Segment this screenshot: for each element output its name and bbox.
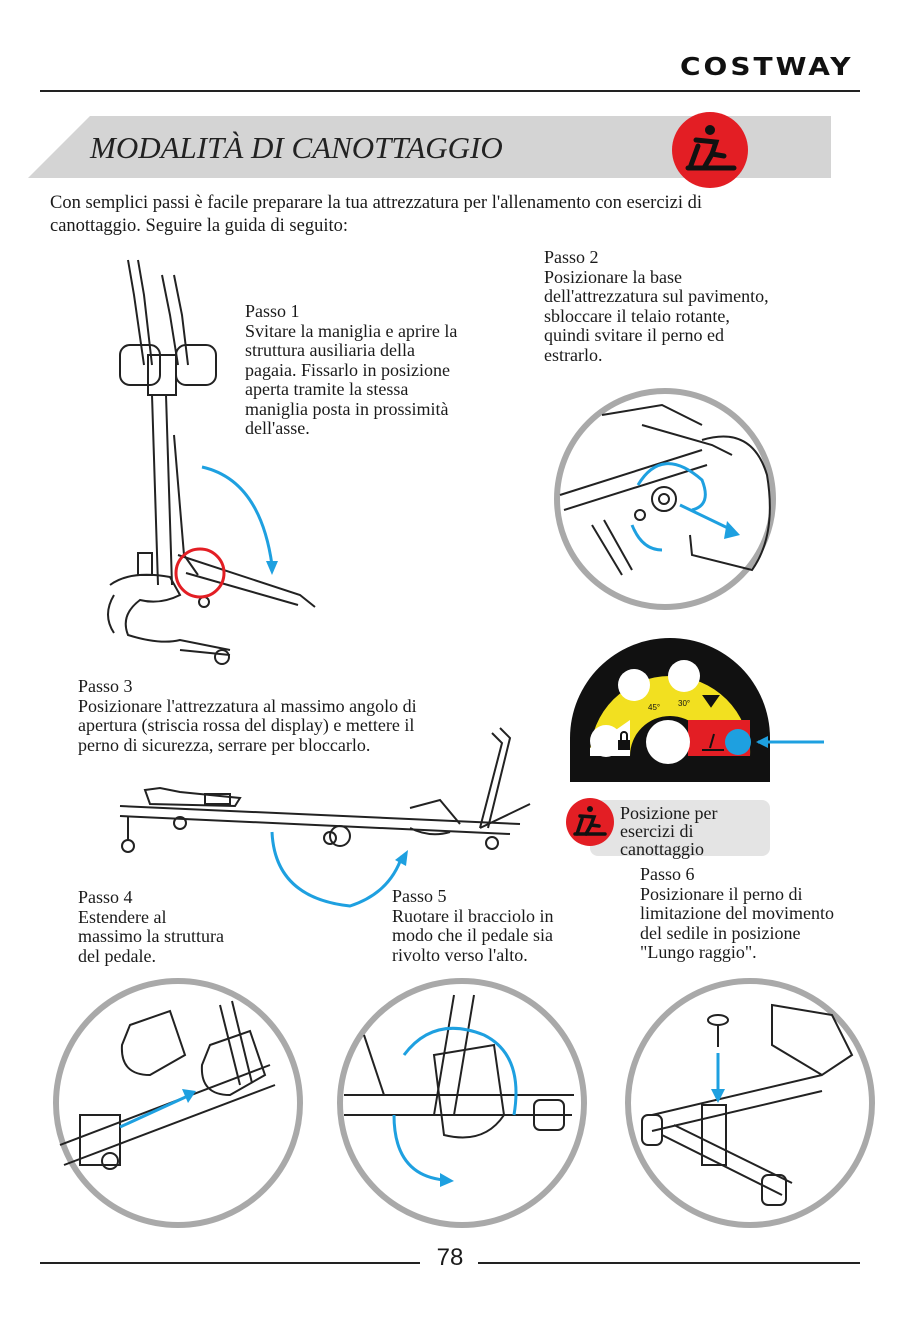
intro-line: canottaggio. Seguire la guida di seguito… (50, 216, 348, 236)
position-line: canottaggio (620, 839, 704, 859)
step-line: perno di sicurezza, serrare per bloccarl… (78, 734, 371, 755)
step-heading: Passo 6 (640, 864, 695, 884)
step-line: estrarlo. (544, 344, 603, 365)
step-line: maniglia posta in prossimità (245, 398, 449, 419)
step-line: Posizionare il perno di (640, 883, 803, 904)
intro-text: Con semplici passi è facile preparare la… (50, 192, 850, 238)
angle-30-label: 30° (678, 699, 690, 708)
step-line: struttura ausiliaria della (245, 340, 415, 360)
step-line: "Lungo raggio". (640, 942, 757, 962)
step-line: Svitare la maniglia e aprire la (245, 320, 458, 341)
step-line: quindi svitare il perno ed (544, 325, 724, 345)
step5-detail-circle (337, 978, 587, 1228)
step-line: del sedile in posizione (640, 922, 801, 943)
step-heading: Passo 4 (78, 887, 133, 907)
step-line: modo che il pedale sia (392, 925, 553, 945)
step-line: dell'asse. (245, 418, 310, 438)
position-line: Posizione per (620, 803, 718, 823)
angle-display: 45° 30° (570, 638, 824, 782)
step-line: del pedale. (78, 945, 156, 966)
step-heading: Passo 2 (544, 247, 599, 267)
brand-logo: COSTWAY (680, 51, 854, 82)
position-label: Posizione per esercizi di canottaggio (620, 804, 717, 858)
step6-detail-circle (625, 978, 875, 1228)
step-line: Ruotare il bracciolo in (392, 905, 554, 926)
page-number: 78 (436, 1244, 464, 1271)
step-line: pagaia. Fissarlo in posizione (245, 359, 450, 380)
intro-line: Con semplici passi è facile preparare la… (50, 193, 703, 213)
step-line: sbloccare il telaio rotante, (544, 305, 730, 326)
angle-45-label: 45° (648, 703, 660, 712)
position-line: esercizi di (620, 821, 694, 841)
step1-illustration (107, 259, 316, 665)
step-4-text: Passo 4 Estendere al massimo la struttur… (78, 887, 224, 966)
step2-detail-circle (554, 388, 776, 610)
step-line: Posizionare l'attrezzatura al massimo an… (78, 695, 417, 716)
step-2-text: Passo 2 Posizionare la base dell'attrezz… (544, 247, 769, 365)
step-line: aperta tramite la stessa (245, 379, 409, 399)
step-5-text: Passo 5 Ruotare il bracciolo in modo che… (392, 886, 554, 965)
rowing-icon (672, 112, 748, 188)
step-heading: Passo 5 (392, 886, 447, 906)
step-line: rivolto verso l'alto. (392, 944, 528, 965)
header-rule (40, 90, 860, 92)
step-line: dell'attrezzatura sul pavimento, (544, 286, 769, 306)
step-1-text: Passo 1 Svitare la maniglia e aprire la … (245, 301, 458, 439)
step-heading: Passo 3 (78, 676, 133, 696)
section-title: MODALITÀ DI CANOTTAGGIO (90, 130, 503, 165)
position-badge (566, 798, 770, 856)
step3-illustration (119, 727, 531, 908)
step-3-text: Passo 3 Posizionare l'attrezzatura al ma… (78, 676, 417, 755)
step-line: limitazione del movimento (640, 903, 834, 923)
step-line: massimo la struttura (78, 926, 224, 946)
step-line: Posizionare la base (544, 266, 682, 287)
step-line: Estendere al (78, 906, 167, 927)
step-line: apertura (striscia rossa del display) e … (78, 715, 415, 735)
step4-detail-circle (53, 978, 303, 1228)
step-6-text: Passo 6 Posizionare il perno di limitazi… (640, 864, 834, 963)
section-banner (28, 116, 831, 178)
footer-rule-left (40, 1262, 420, 1264)
footer-rule-right (478, 1262, 860, 1264)
step-heading: Passo 1 (245, 301, 300, 321)
